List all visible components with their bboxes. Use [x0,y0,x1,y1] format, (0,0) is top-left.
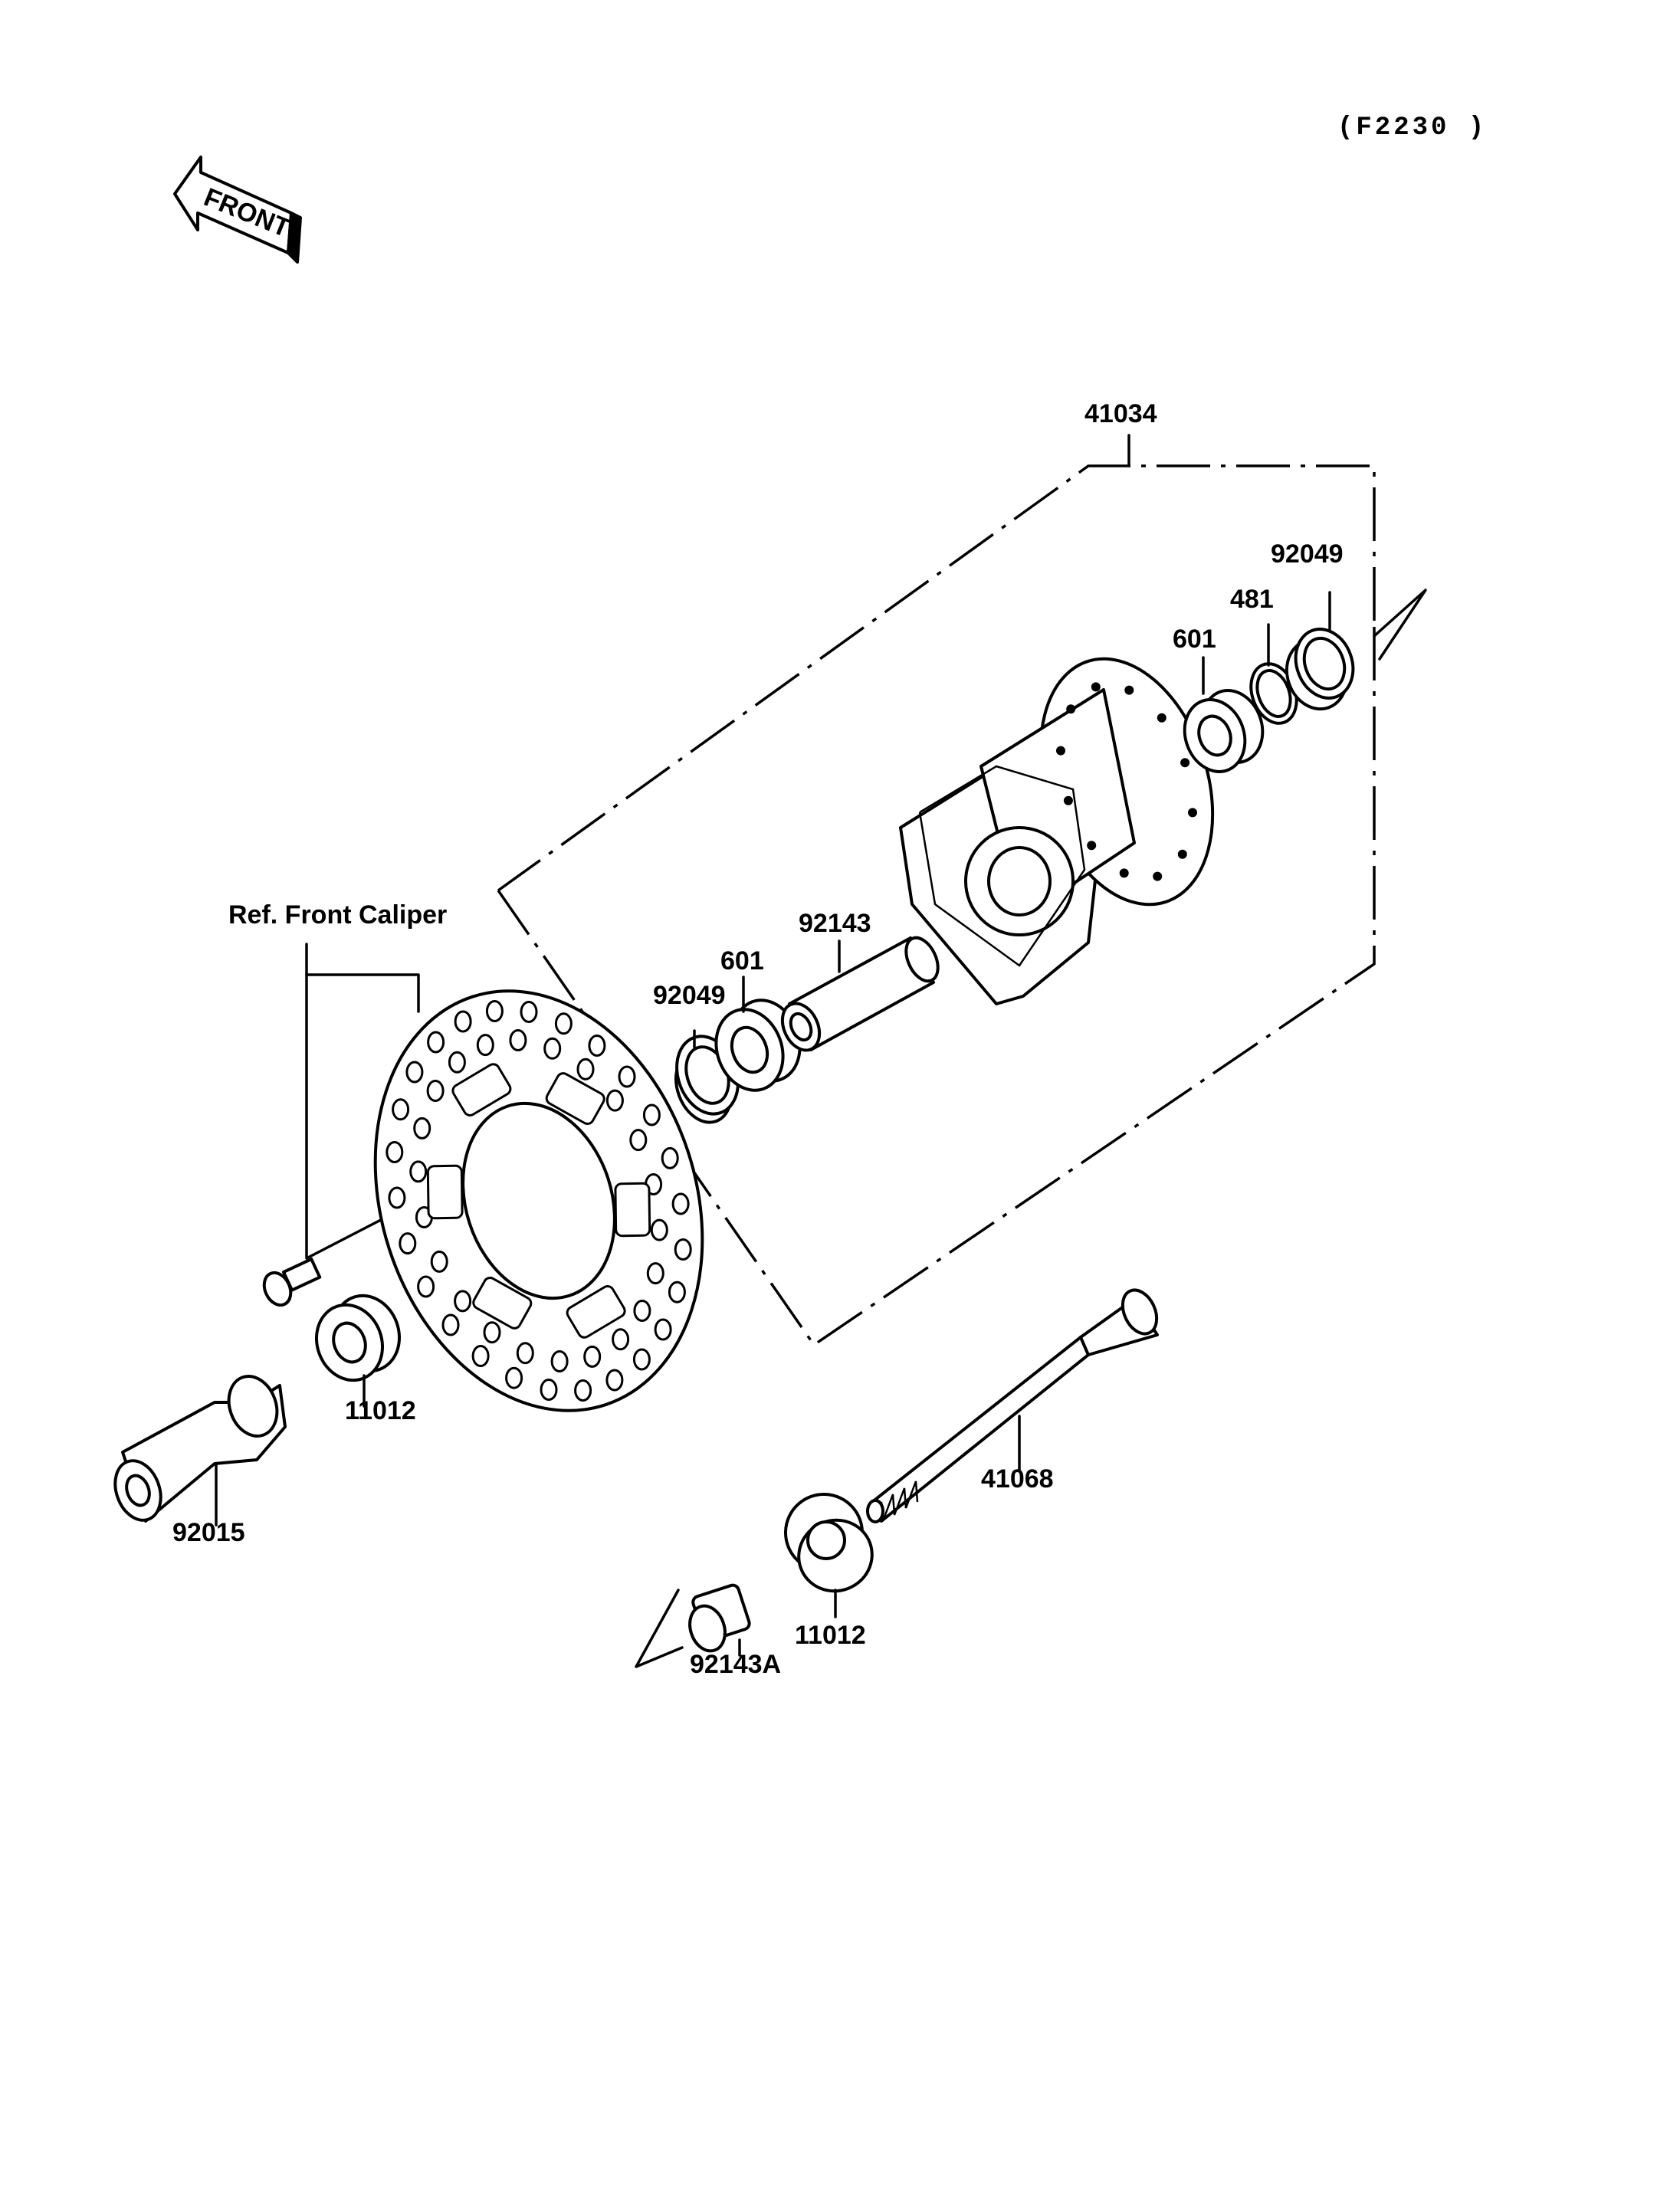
disc-hole [618,1065,636,1088]
disc-hole [605,1369,624,1392]
hub-spoke-hole [1087,841,1097,851]
hub-spoke-hole [1188,808,1197,818]
axle [866,1288,1159,1523]
disc-hole [516,1342,534,1365]
disc-hole [485,1000,504,1022]
disc-window [472,1276,533,1330]
callout-92015: 92015 [172,1518,245,1547]
disc-hole [632,1348,651,1371]
disc-window [614,1182,651,1238]
disc-hole [392,1098,410,1121]
disc-hole [633,1300,651,1322]
seal-right [1285,591,1355,711]
disc-hole [399,1232,417,1255]
spacer [780,936,940,1052]
disc-hole [574,1379,592,1402]
disc-hole [483,1321,501,1344]
disc-hole [612,1328,630,1351]
hub-spoke-hole [1124,685,1134,695]
callout-481: 481 [1230,585,1274,614]
disc-hole [576,1058,595,1080]
callout-92049-left: 92049 [653,981,726,1010]
disc-hole [642,1103,661,1126]
callout-92049-right: 92049 [1271,539,1344,569]
disc-hole [654,1318,672,1341]
axle-nut [113,1375,287,1526]
callout-41034: 41034 [1084,399,1157,428]
disc-hole [629,1129,648,1152]
disc-hole [427,1031,445,1054]
disc-hole [426,1080,445,1102]
disc-hole [583,1345,602,1368]
disc-hole [476,1034,494,1057]
disc-hole [448,1051,466,1074]
disc-window [566,1285,626,1339]
disc-hole [471,1345,490,1367]
disc-hole [646,1262,664,1285]
figure-code: (F2230 ) [1337,113,1488,143]
disc-hole [386,1141,404,1163]
collar-right [784,1493,874,1618]
disc-bolt [262,1258,322,1307]
hub-spoke-hole [1056,746,1065,756]
hub-spoke-hole [1153,871,1163,881]
front-arrow-icon: FRONT [173,156,302,264]
disc-hole [441,1313,460,1336]
ref-caliper-label: Ref. Front Caliper [228,900,448,930]
disc-hole [409,1160,428,1183]
callout-601-right: 601 [1173,625,1216,654]
disc-hole [671,1192,690,1215]
callout-11012-left: 11012 [345,1396,416,1425]
disc-hole [674,1238,692,1261]
disc-hole [454,1290,472,1313]
callout-41068: 41068 [981,1464,1054,1494]
callout-92143: 92143 [799,909,871,938]
callout-92143a: 92143A [690,1650,782,1679]
bearing-right [1183,656,1265,773]
disc-hole [554,1012,573,1035]
disc-hole [454,1010,472,1033]
disc-window [426,1164,464,1220]
disc-hole [405,1061,424,1084]
disc-hole [668,1280,686,1303]
disc-hole [540,1379,558,1401]
disc-hole [417,1275,435,1298]
disc-window [451,1063,512,1117]
disc-window [545,1072,605,1126]
callout-11012-right: 11012 [795,1621,866,1650]
wheel-hub [899,657,1215,1005]
disc-hole [650,1218,668,1241]
disc-hole [550,1350,569,1372]
hub-spoke-hole [1066,704,1076,714]
hub-spoke-hole [1119,868,1129,878]
hub-spoke-hole [1157,713,1166,723]
disc-hole [520,1001,538,1023]
disc-hole [413,1117,431,1139]
seal-left [674,1029,740,1124]
disc-hole [509,1029,527,1051]
disc-hole [543,1037,562,1060]
disc-hole [605,1089,624,1112]
brake-disc [373,989,704,1412]
disc-hole [661,1146,679,1169]
disc-hole [588,1035,606,1057]
short-spacer [635,1583,751,1668]
disc-hole [505,1366,523,1389]
hub-spoke-hole [1180,758,1190,768]
collar-left [314,1294,402,1408]
hub-spoke-hole [1091,682,1101,692]
hub-spoke-hole [1063,795,1073,805]
disc-hole [388,1186,406,1209]
disc-hole [430,1250,448,1273]
hub-spoke-hole [1177,849,1187,859]
circlip [1249,623,1298,725]
callout-601-left: 601 [720,946,764,976]
